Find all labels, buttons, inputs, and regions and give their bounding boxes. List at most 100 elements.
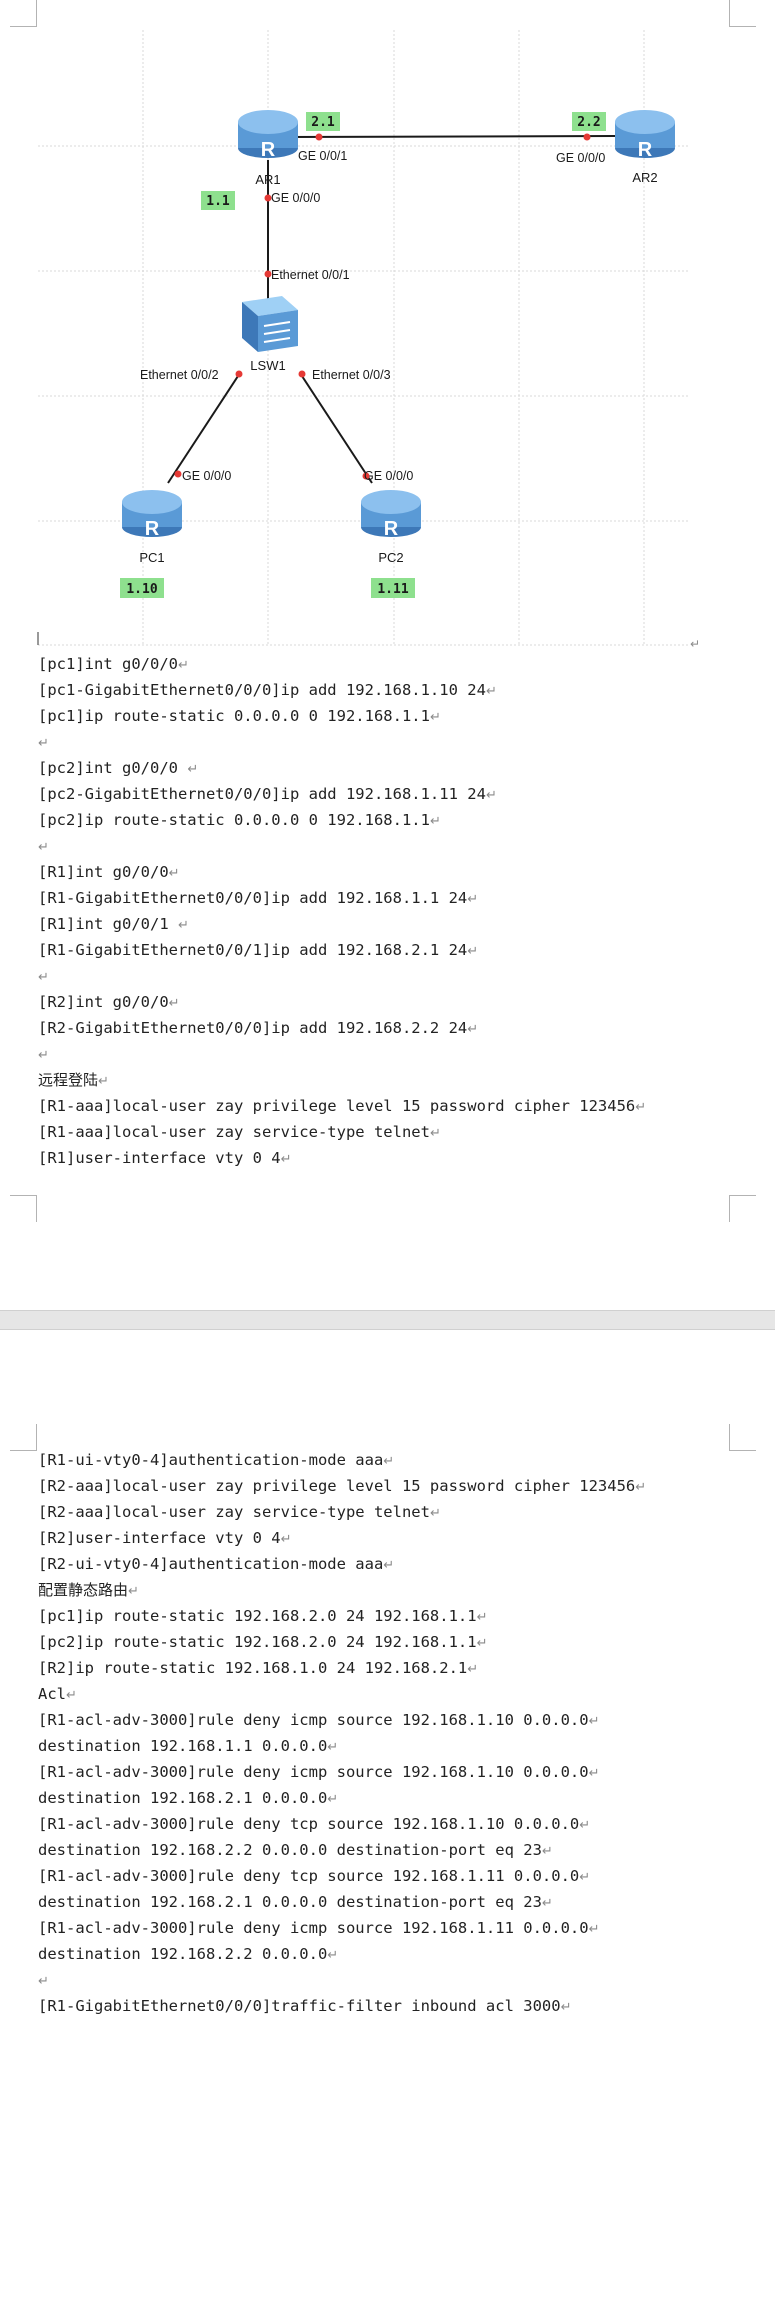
text-line: ↵	[38, 1041, 728, 1067]
line-text: [pc2]ip route-static 0.0.0.0 0 192.168.1…	[38, 811, 430, 829]
port-dot	[315, 133, 323, 141]
text-line: [R2-aaa]local-user zay service-type teln…	[38, 1499, 728, 1525]
page-corner-mark	[729, 1195, 756, 1222]
text-line: [R1]int g0/0/1 ↵	[38, 911, 728, 937]
line-text: [R1]int g0/0/1	[38, 915, 178, 933]
text-line: [R1-ui-vty0-4]authentication-mode aaa↵	[38, 1447, 728, 1473]
text-line: [R2-aaa]local-user zay privilege level 1…	[38, 1473, 728, 1499]
line-text: Acl	[38, 1685, 66, 1703]
port-dots	[174, 133, 591, 480]
text-line: destination 192.168.2.1 0.0.0.0↵	[38, 1785, 728, 1811]
text-line: [R1]int g0/0/0↵	[38, 859, 728, 885]
port-dot	[264, 270, 272, 278]
router-icon: R	[122, 490, 182, 540]
text-line: [R2-ui-vty0-4]authentication-mode aaa↵	[38, 1551, 728, 1577]
text-line: destination 192.168.2.2 0.0.0.0↵	[38, 1941, 728, 1967]
paragraph-mark: ↵	[327, 1948, 339, 1963]
paragraph-mark: ↵	[579, 1870, 591, 1885]
text-line: 配置静态路由↵	[38, 1577, 728, 1603]
page-gap	[0, 1310, 775, 1330]
link-lsw1-pc1	[167, 372, 241, 484]
diagram-links	[167, 135, 616, 484]
text-line: ↵	[38, 1967, 728, 1993]
device-label-pc2: PC2	[378, 550, 403, 565]
line-text: [R2-ui-vty0-4]authentication-mode aaa	[38, 1555, 384, 1573]
text-line: [pc2]ip route-static 0.0.0.0 0 192.168.1…	[38, 807, 728, 833]
page-corner-mark	[10, 1424, 37, 1451]
link-lsw1-pc2	[299, 372, 373, 484]
text-line: Acl↵	[38, 1681, 728, 1707]
paragraph-mark: ↵	[560, 2000, 572, 2015]
switch-icon	[242, 296, 298, 352]
text-line: ↵	[38, 833, 728, 859]
paragraph-mark: ↵	[541, 1896, 553, 1911]
paragraph-mark: ↵	[168, 996, 180, 1011]
text-line: ↵	[38, 963, 728, 989]
line-text: destination 192.168.2.2 0.0.0.0	[38, 1945, 328, 1963]
paragraph-mark: ↵	[38, 840, 49, 855]
text-line: ↵	[38, 729, 728, 755]
port-dot	[583, 133, 591, 141]
paragraph-mark: ↵	[541, 1844, 553, 1859]
line-text: [R2-GigabitEthernet0/0/0]ip add 192.168.…	[38, 1019, 468, 1037]
line-text: [pc1]ip route-static 0.0.0.0 0 192.168.1…	[38, 707, 430, 725]
paragraph-mark: ↵	[579, 1818, 591, 1833]
line-text: [R2]ip route-static 192.168.1.0 24 192.1…	[38, 1659, 468, 1677]
paragraph-mark: ↵	[168, 866, 180, 881]
line-text: [R1-acl-adv-3000]rule deny tcp source 19…	[38, 1867, 580, 1885]
text-line: [pc1]ip route-static 0.0.0.0 0 192.168.1…	[38, 703, 728, 729]
text-line: [R2]ip route-static 192.168.1.0 24 192.1…	[38, 1655, 728, 1681]
text-line: [R1-acl-adv-3000]rule deny icmp source 1…	[38, 1915, 728, 1941]
line-text: destination 192.168.2.1 0.0.0.0 destinat…	[38, 1893, 542, 1911]
paragraph-mark: ↵	[690, 637, 700, 651]
paragraph-mark: ↵	[66, 1688, 77, 1703]
router-icon: R	[238, 110, 298, 161]
line-text: destination 192.168.2.1 0.0.0.0	[38, 1789, 328, 1807]
port-dot	[264, 194, 272, 202]
text-line: [R2-GigabitEthernet0/0/0]ip add 192.168.…	[38, 1015, 728, 1041]
paragraph-mark: ↵	[476, 1636, 488, 1651]
paragraph-mark: ↵	[280, 1152, 292, 1167]
network-topology-diagram: R AR1 R AR2 LSW1 R PC1	[37, 30, 700, 651]
paragraph-mark: ↵	[327, 1740, 339, 1755]
paragraph-mark: ↵	[476, 1610, 488, 1625]
line-text: destination 192.168.2.2 0.0.0.0 destinat…	[38, 1841, 542, 1859]
text-line: [R1-aaa]local-user zay privilege level 1…	[38, 1093, 728, 1119]
text-line: [R1-acl-adv-3000]rule deny icmp source 1…	[38, 1707, 728, 1733]
interface-label: GE 0/0/0	[364, 469, 413, 483]
paragraph-mark: ↵	[588, 1766, 600, 1781]
address-tag: 1.11	[371, 578, 415, 598]
router-glyph: R	[638, 139, 653, 161]
paragraph-mark: ↵	[429, 1506, 441, 1521]
line-text: destination 192.168.1.1 0.0.0.0	[38, 1737, 328, 1755]
text-line: [pc2]ip route-static 192.168.2.0 24 192.…	[38, 1629, 728, 1655]
paragraph-mark: ↵	[177, 658, 189, 673]
svg-text:2.2: 2.2	[577, 115, 600, 130]
paragraph-mark: ↵	[588, 1714, 600, 1729]
port-dot	[362, 472, 370, 480]
paragraph-mark: ↵	[485, 788, 497, 803]
text-line: destination 192.168.2.2 0.0.0.0 destinat…	[38, 1837, 728, 1863]
paragraph-mark: ↵	[467, 944, 479, 959]
port-dot	[174, 470, 182, 478]
paragraph-mark: ↵	[280, 1532, 292, 1547]
line-text: [pc2]int g0/0/0	[38, 759, 188, 777]
paragraph-mark: ↵	[429, 1126, 441, 1141]
paragraph-mark: ↵	[128, 1584, 139, 1599]
line-text: [R1-acl-adv-3000]rule deny icmp source 1…	[38, 1919, 589, 1937]
paragraph-mark: ↵	[429, 710, 441, 725]
text-line: [pc1]int g0/0/0↵	[38, 651, 728, 677]
line-text: [pc1]ip route-static 192.168.2.0 24 192.…	[38, 1607, 477, 1625]
paragraph-mark: ↵	[187, 762, 199, 777]
paragraph-mark: ↵	[383, 1454, 395, 1469]
port-dot	[235, 370, 243, 378]
svg-text:1.10: 1.10	[126, 582, 157, 597]
text-line: [R1-acl-adv-3000]rule deny tcp source 19…	[38, 1811, 728, 1837]
line-text: [R1-acl-adv-3000]rule deny icmp source 1…	[38, 1763, 589, 1781]
text-line: [R2]user-interface vty 0 4↵	[38, 1525, 728, 1551]
paragraph-mark: ↵	[38, 736, 49, 751]
svg-text:1.1: 1.1	[206, 194, 230, 209]
text-line: [R1-GigabitEthernet0/0/0]traffic-filter …	[38, 1993, 728, 2019]
address-tag: 1.1	[201, 191, 235, 210]
line-text: [R1-GigabitEthernet0/0/0]ip add 192.168.…	[38, 889, 468, 907]
